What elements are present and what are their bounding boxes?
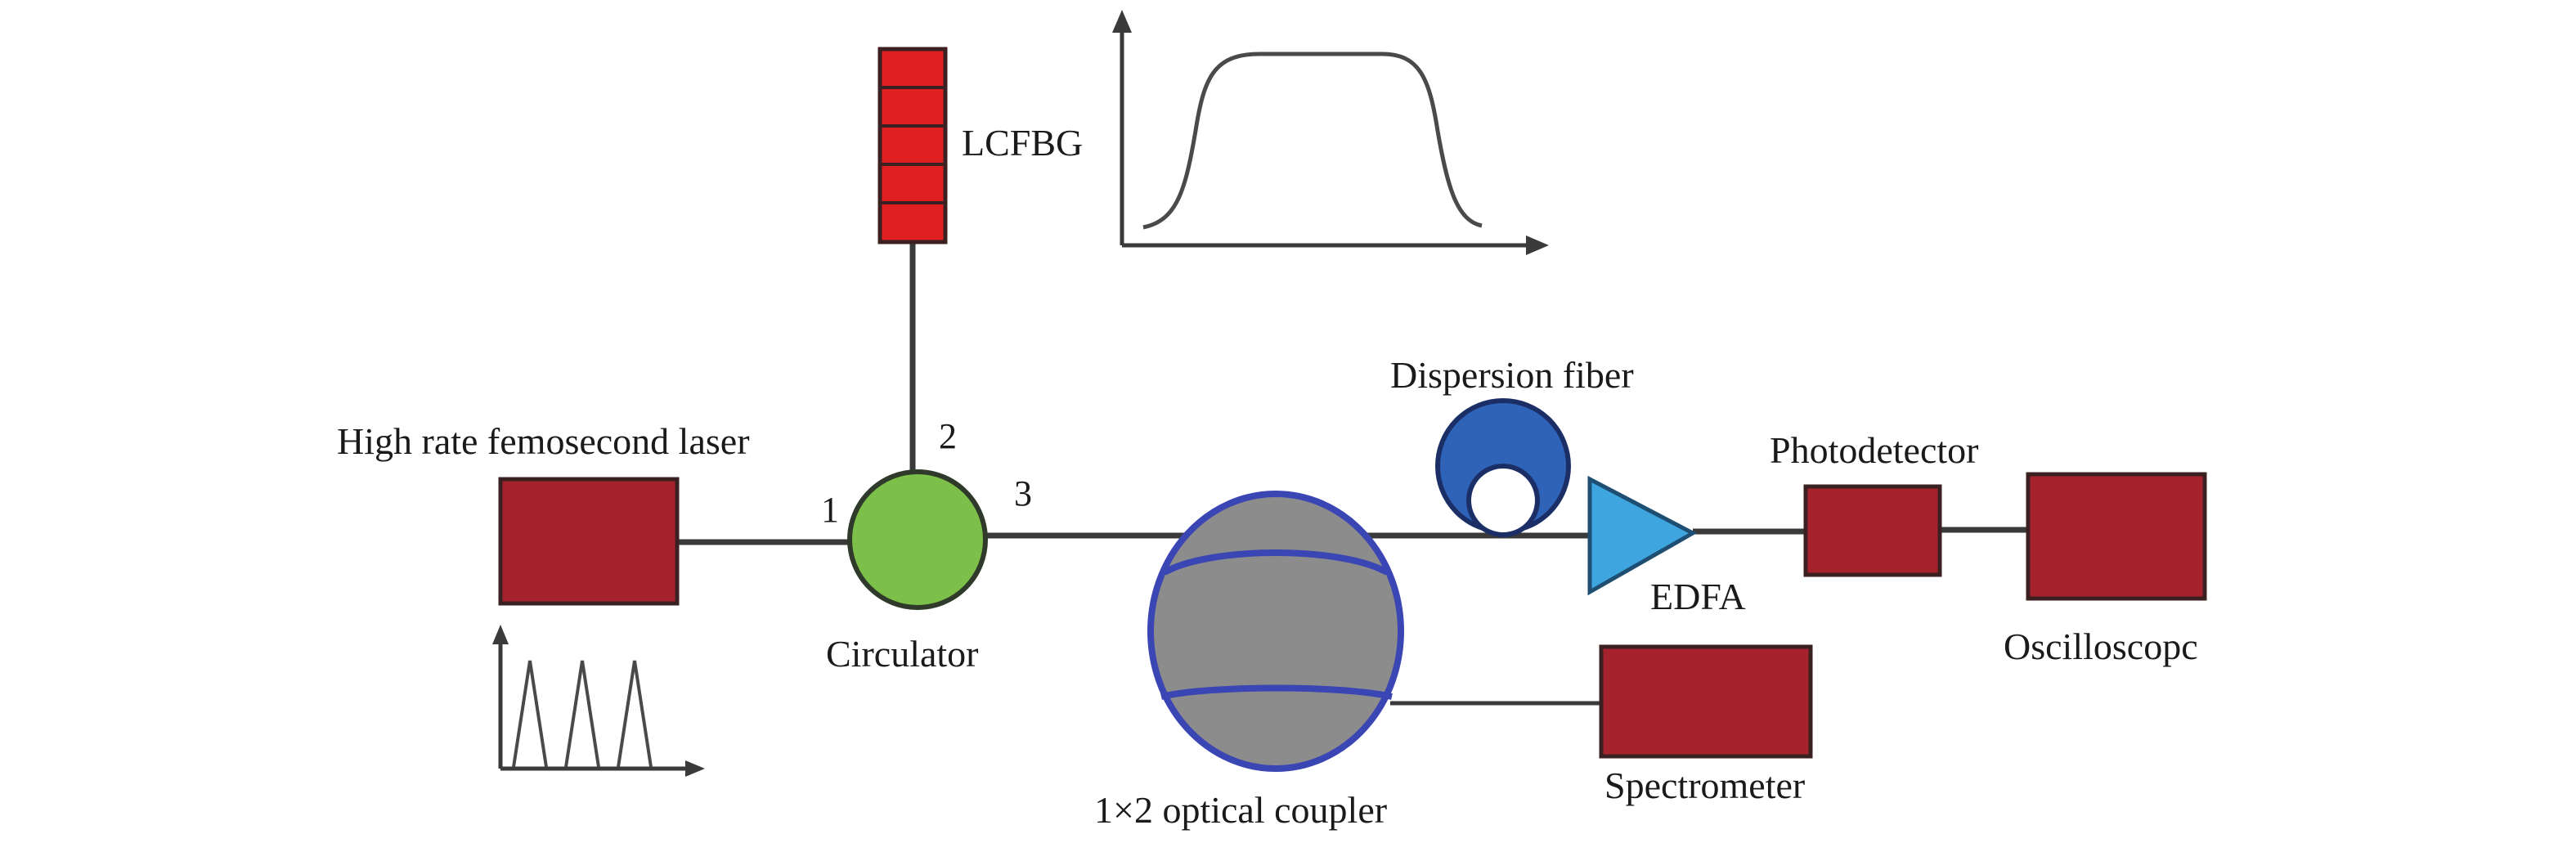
edfa-amplifier <box>1587 475 1698 596</box>
photodetector-label: Photodetector <box>1770 429 1979 471</box>
edfa-label: EDFA <box>1650 576 1746 617</box>
lcfbg-label: LCFBG <box>962 122 1083 164</box>
flat-top-reflection-spectrum-icon <box>1112 10 1549 255</box>
dispersion-fiber-spool <box>1435 398 1571 537</box>
triangular-pulse-train-icon <box>492 625 705 777</box>
port-3-label: 3 <box>1014 473 1032 513</box>
oscilloscope-box <box>2026 472 2207 601</box>
photodetector-box <box>1803 484 1942 577</box>
optical-coupler <box>1147 491 1404 772</box>
spectrometer-label: Spectrometer <box>1604 765 1805 806</box>
lcfbg-grating <box>877 47 948 244</box>
port-2-label: 2 <box>939 416 957 456</box>
laser-source-box <box>498 477 680 606</box>
coupler-label: 1×2 optical coupler <box>1094 789 1387 831</box>
port-1-label: 1 <box>821 490 839 530</box>
laser-label: High rate femosecond laser <box>337 420 750 462</box>
dispersion-fiber-label: Dispersion fiber <box>1390 354 1634 396</box>
circulator-label: Circulator <box>826 633 979 675</box>
spectrometer-box <box>1599 644 1813 759</box>
oscilloscope-label: Oscilloscopc <box>2004 626 2198 667</box>
circulator <box>847 469 988 610</box>
